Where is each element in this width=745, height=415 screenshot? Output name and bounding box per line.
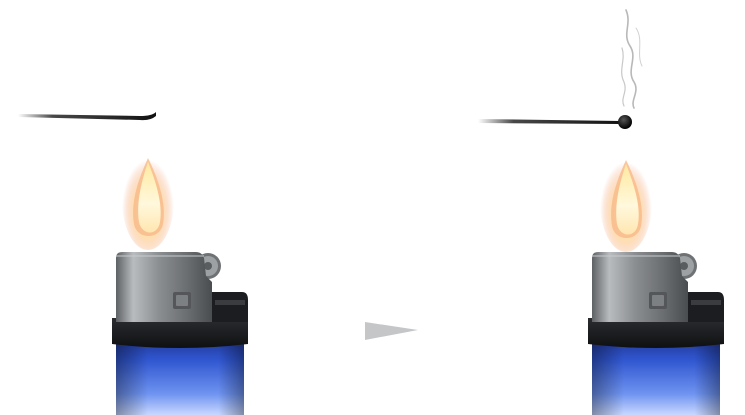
panel-after xyxy=(478,10,724,415)
smoke-icon xyxy=(622,10,642,108)
melted-bead xyxy=(618,115,632,129)
transition-arrow xyxy=(365,322,418,340)
lighter-icon xyxy=(588,252,724,415)
wire xyxy=(18,112,156,120)
lighter-icon xyxy=(112,252,248,415)
panel-before xyxy=(18,112,248,415)
flame-icon xyxy=(122,150,174,250)
arrow-icon xyxy=(365,322,418,340)
wire xyxy=(478,119,620,124)
flame-icon xyxy=(600,152,652,252)
